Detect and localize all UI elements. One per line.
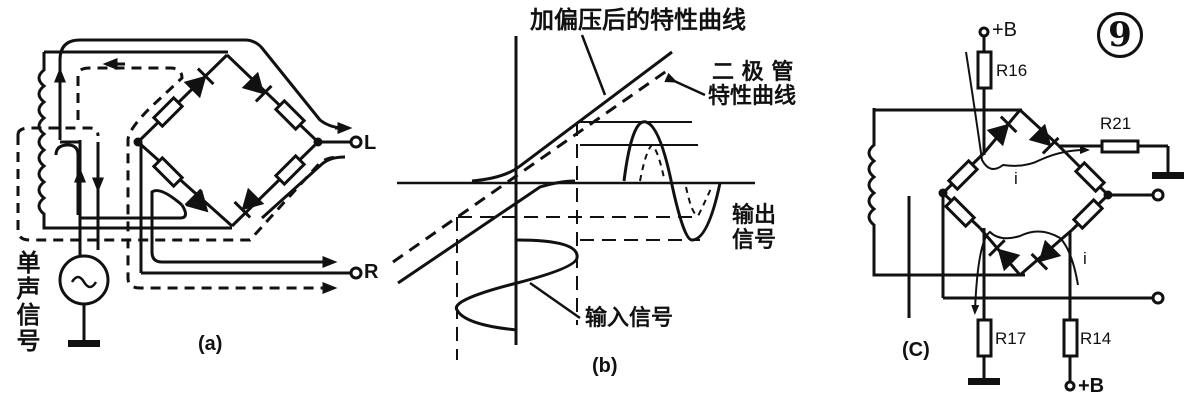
output-l-label: L [364,132,377,154]
panel-a-caption: (a) [198,333,223,355]
mono-signal-label: 单声信号 [12,250,40,354]
output-signal-label-line2: 信号 [732,228,777,253]
panel-b-caption: (b) [592,355,618,377]
current-label-top: i [1014,169,1018,188]
output-terminal-bottom [1151,291,1165,305]
supply-bottom-label: +B [1078,375,1105,397]
ground-symbol-r21 [1152,172,1184,179]
input-signal-label: 输入信号 [585,306,674,331]
r21-label: R21 [1100,114,1132,133]
input-signal-wave [454,238,579,332]
r14-label: R14 [1080,329,1112,348]
current-label-bottom: i [1083,249,1087,268]
resistor-r17 [976,318,993,358]
output-signal-label-line1: 输出 [732,203,777,228]
panel-c-schematic [867,26,1184,392]
diode-curve-label-line2: 特性曲线 [708,84,797,109]
ground-symbol-r17 [968,378,1000,385]
output-signal-wave [622,120,722,242]
panel-a-schematic [16,38,363,347]
ground-symbol [68,340,100,347]
resistor-r21 [1100,139,1140,154]
panel-b-graph [392,34,755,360]
diode-characteristic-curve [392,68,669,264]
output-terminal-top [1151,188,1165,202]
output-terminal-r [349,266,363,280]
r17-label: R17 [995,329,1027,348]
panel-c-caption: (C) [902,339,930,361]
transformer-coil [37,52,232,230]
biased-curve-label: 加偏压后的特性曲线 [530,6,746,34]
biased-characteristic-curve [471,50,673,183]
r16-label: R16 [996,61,1028,80]
output-terminal-l [349,135,363,149]
resistor-r14 [1062,318,1079,358]
output-r-label: R [364,261,379,283]
resistor-r16 [976,50,993,90]
figure-number-badge: 9 [1097,12,1143,58]
diode-curve-label-line1: 二 极 管 [712,60,794,85]
supply-top-label: +B [992,19,1018,41]
